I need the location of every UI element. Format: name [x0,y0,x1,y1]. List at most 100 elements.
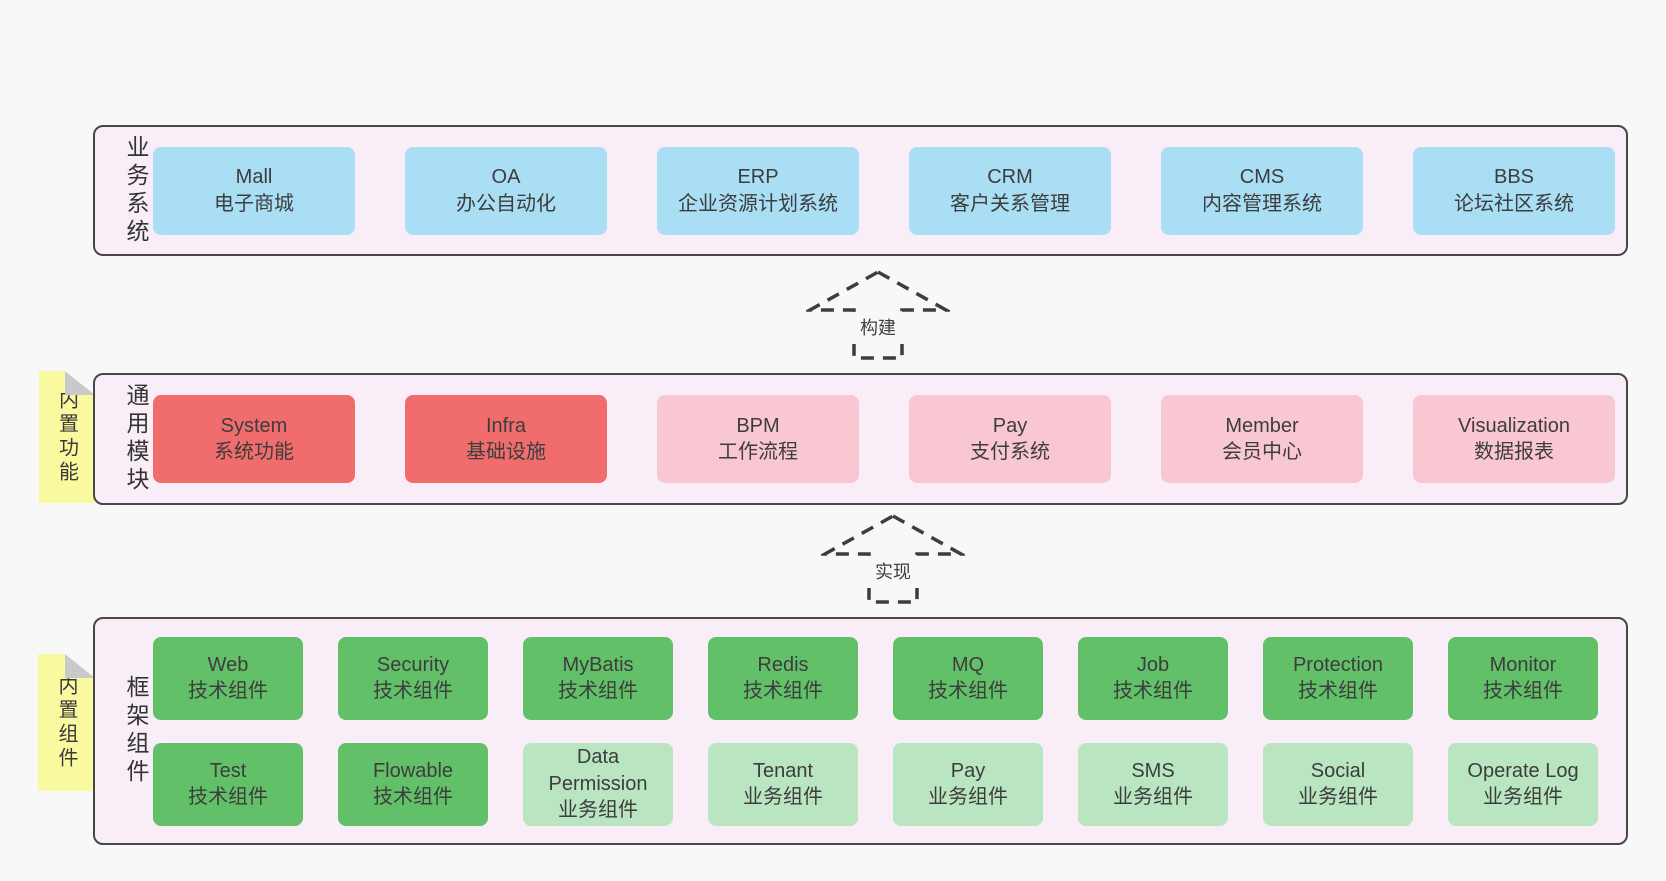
sticky-tag-built-in-components: 内置组件 [38,654,95,791]
sticky-tag-label: 内置组件 [55,674,77,771]
layer-label: 业务系统 [123,134,149,247]
box-desc: 会员中心 [1222,441,1302,463]
business-systems-box-oa: OA 办公自动化 [405,146,607,235]
box-name: CRM [987,166,1033,189]
common-modules-box-infra: Infra 基础设施 [405,395,607,483]
box-name: Data Permission [548,746,648,795]
framework-components-box-security: Security 技术组件 [338,636,488,720]
box-desc: 业务组件 [558,799,638,822]
framework-components-box-web: Web 技术组件 [153,636,303,720]
folded-corner-icon [65,654,95,678]
layer-common-modules: 通用模块 System 系统功能 Infra 基础设施 BPM 工作流程 Pay 支付系统 Me… [93,373,1628,505]
box-desc: 技术组件 [928,680,1008,702]
box-desc: 业务组件 [1483,786,1563,808]
framework-components-box-redis: Redis 技术组件 [708,636,858,720]
layer-label: 框架组件 [123,675,149,787]
common-modules-box-visualization: Visualization 数据报表 [1413,395,1615,483]
box-name: Operate Log [1467,759,1579,782]
box-desc: 技术组件 [373,786,453,808]
box-name: MyBatis [562,653,634,676]
box-name: OA [491,166,521,189]
box-name: MQ [951,653,985,676]
box-desc: 论坛社区系统 [1454,192,1574,215]
box-desc: 办公自动化 [456,192,556,215]
box-name: Mall [235,166,273,189]
box-desc: 技术组件 [373,680,453,702]
box-name: Web [207,653,249,676]
common-modules-box-system: System 系统功能 [153,395,355,483]
box-desc: 系统功能 [214,441,294,463]
common-modules-box-member: Member 会员中心 [1161,395,1363,483]
box-desc: 业务组件 [1298,786,1378,808]
box-desc: 工作流程 [718,441,798,463]
box-desc: 业务组件 [1113,786,1193,808]
box-name: System [220,414,288,437]
box-desc: 业务组件 [928,786,1008,808]
business-systems-box-crm: CRM 客户关系管理 [909,146,1111,235]
box-desc: 数据报表 [1474,441,1554,463]
box-desc: 技术组件 [1298,680,1378,702]
framework-components-box-data-permission: Data Permission 业务组件 [523,742,673,826]
layer-label: 通用模块 [123,383,149,495]
box-name: Security [376,653,450,676]
box-desc: 技术组件 [1113,680,1193,702]
sticky-tag-built-in-features: 内置功能 [39,371,95,503]
box-name: CMS [1239,166,1285,189]
arrow-label: 实现 [875,562,911,582]
box-desc: 支付系统 [970,441,1050,463]
sticky-tag-label: 内置功能 [55,389,78,485]
box-desc: 基础设施 [466,441,546,463]
box-desc: 电子商城 [214,192,294,215]
common-modules-box-pay: Pay 支付系统 [909,395,1111,483]
box-name: BBS [1493,166,1535,189]
framework-components-box-sms: SMS 业务组件 [1078,742,1228,826]
framework-components-box-operate-log: Operate Log 业务组件 [1448,742,1598,826]
arrow-up-build-icon: 构建 [806,268,950,362]
arrow-up-implement-icon: 实现 [821,512,965,606]
box-name: BPM [736,414,780,437]
module-row: Test 技术组件 Flowable 技术组件 Data Permission 业务组件 T… [153,742,1626,826]
box-name: ERP [737,166,779,189]
box-name: Tenant [752,759,814,782]
box-name: Monitor [1489,653,1557,676]
box-desc: 内容管理系统 [1202,192,1322,215]
arrow-label: 构建 [860,318,896,338]
business-systems-box-mall: Mall 电子商城 [153,146,355,235]
box-name: Member [1225,414,1299,437]
box-desc: 技术组件 [743,680,823,702]
folded-corner-icon [65,371,95,395]
framework-components-box-flowable: Flowable 技术组件 [338,742,488,826]
box-name: Infra [485,414,527,437]
box-name: Flowable [372,759,454,782]
box-name: Job [1136,653,1170,676]
framework-components-box-test: Test 技术组件 [153,742,303,826]
common-modules-box-bpm: BPM 工作流程 [657,395,859,483]
module-row: System 系统功能 Infra 基础设施 BPM 工作流程 Pay 支付系统 Member 会… [153,395,1626,483]
box-desc: 技术组件 [188,786,268,808]
layer-rows: System 系统功能 Infra 基础设施 BPM 工作流程 Pay 支付系统 Member 会… [153,395,1626,483]
box-name: Protection [1292,653,1384,676]
box-desc: 技术组件 [188,680,268,702]
box-name: Test [209,759,247,782]
box-name: Pay [992,414,1028,437]
box-desc: 客户关系管理 [950,192,1070,215]
box-name: Visualization [1458,414,1570,437]
box-name: Redis [757,653,809,676]
framework-components-box-protection: Protection 技术组件 [1263,636,1413,720]
framework-components-box-job: Job 技术组件 [1078,636,1228,720]
box-name: SMS [1131,759,1175,782]
business-systems-box-cms: CMS 内容管理系统 [1161,146,1363,235]
